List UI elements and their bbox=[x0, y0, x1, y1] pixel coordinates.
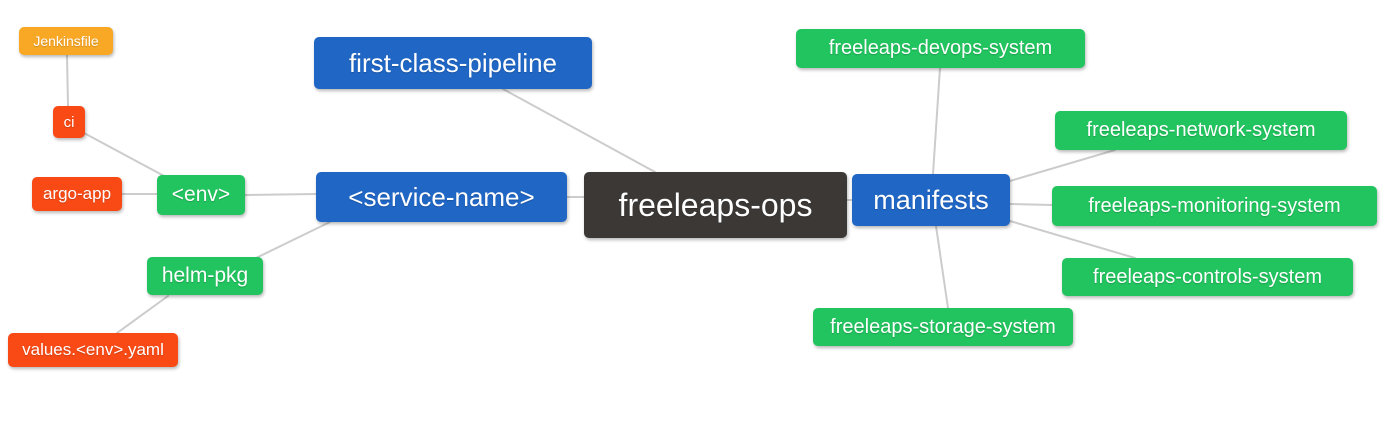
edge-jenkinsfile-ci bbox=[66, 54, 69, 107]
edge-helm-pkg-service-name bbox=[255, 221, 331, 259]
edge-manifests-controls bbox=[1009, 220, 1136, 259]
edge-manifests-monitoring bbox=[1009, 203, 1053, 206]
node-ci[interactable]: ci bbox=[53, 106, 85, 138]
edge-values-helm-pkg bbox=[116, 295, 169, 334]
node-freeleaps-devops-system[interactable]: freeleaps-devops-system bbox=[796, 29, 1085, 68]
node-freeleaps-network-system[interactable]: freeleaps-network-system bbox=[1055, 111, 1347, 150]
node-freeleaps-monitoring-system[interactable]: freeleaps-monitoring-system bbox=[1052, 186, 1377, 226]
node-service-name[interactable]: <service-name> bbox=[316, 172, 567, 222]
edge-manifests-devops bbox=[932, 67, 941, 175]
node-manifests[interactable]: manifests bbox=[852, 174, 1010, 226]
edge-manifests-storage bbox=[935, 225, 949, 309]
node-values-env-yaml[interactable]: values.<env>.yaml bbox=[8, 333, 178, 367]
edge-env-service-name bbox=[244, 193, 317, 196]
node-env[interactable]: <env> bbox=[157, 175, 245, 215]
node-freeleaps-controls-system[interactable]: freeleaps-controls-system bbox=[1062, 258, 1353, 296]
node-freeleaps-ops[interactable]: freeleaps-ops bbox=[584, 172, 847, 238]
node-helm-pkg[interactable]: helm-pkg bbox=[147, 257, 263, 295]
node-argo-app[interactable]: argo-app bbox=[32, 177, 122, 211]
node-first-class-pipeline[interactable]: first-class-pipeline bbox=[314, 37, 592, 89]
edge-manifests-network bbox=[1009, 149, 1116, 182]
node-freeleaps-storage-system[interactable]: freeleaps-storage-system bbox=[813, 308, 1073, 346]
node-jenkinsfile[interactable]: Jenkinsfile bbox=[19, 27, 113, 55]
edge-pipeline-ops bbox=[502, 88, 656, 173]
edge-ci-env bbox=[83, 132, 167, 178]
